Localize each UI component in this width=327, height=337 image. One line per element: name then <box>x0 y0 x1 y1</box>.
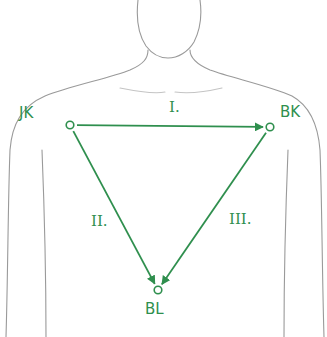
electrode-point: BK <box>265 122 275 132</box>
lead-number: III. <box>228 212 253 227</box>
collarbone-line <box>120 88 165 93</box>
electrode-label: BL <box>145 302 164 317</box>
electrode-circle <box>154 286 162 294</box>
head-outline <box>137 0 200 58</box>
lead-arrow <box>77 125 263 127</box>
left-arm-line <box>42 150 46 337</box>
electrode-label: BK <box>280 105 300 120</box>
electrode-point: BL <box>153 285 163 295</box>
right-shoulder-outline <box>190 50 324 337</box>
electrode-label: JK <box>19 106 33 121</box>
electrode-circle <box>266 123 274 131</box>
left-shoulder-outline <box>6 50 148 337</box>
electrode-circle <box>65 120 75 130</box>
collarbone-line <box>175 88 222 93</box>
lead-arrow <box>162 133 266 284</box>
lead-number: II. <box>90 214 109 229</box>
electrode-circle <box>66 121 74 129</box>
lead-number: I. <box>168 100 181 115</box>
electrode-circle <box>265 122 275 132</box>
right-arm-line <box>284 150 288 337</box>
lead-arrow <box>73 131 154 284</box>
electrode-circle <box>153 285 163 295</box>
electrode-point: JK <box>65 120 75 130</box>
